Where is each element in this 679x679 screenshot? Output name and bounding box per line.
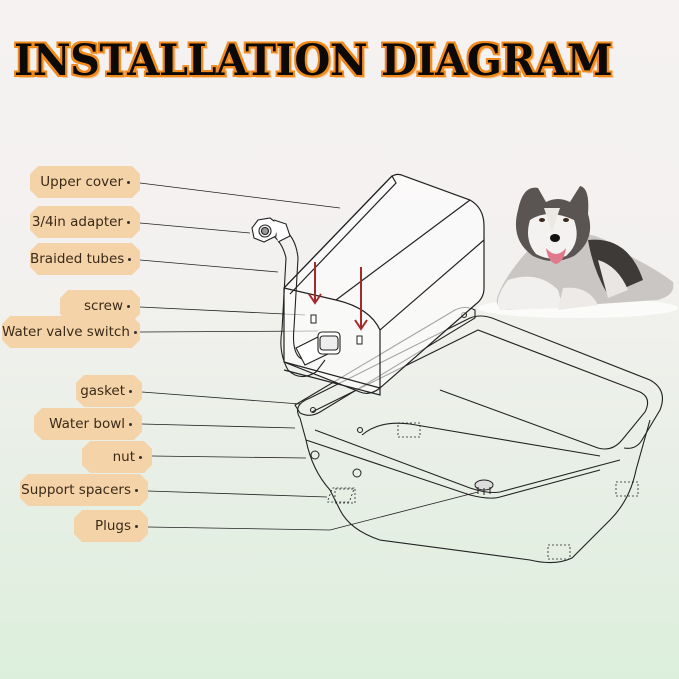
screw-shape <box>310 314 363 345</box>
label-text: Upper cover <box>40 174 123 190</box>
label-text: Braided tubes <box>30 251 125 267</box>
plug-shape <box>474 479 494 495</box>
label-plugs: Plugs <box>74 510 148 542</box>
leader-dot <box>129 423 132 426</box>
label-adapter: 3/4in adapter <box>30 206 140 238</box>
leader-dot <box>129 390 132 393</box>
label-gasket: gasket <box>76 375 142 407</box>
label-text: Plugs <box>94 518 131 534</box>
leader-dot <box>128 258 131 261</box>
leader-dot <box>134 331 137 334</box>
label-text: Support spacers <box>21 482 131 498</box>
support-spacers-shape <box>326 422 639 560</box>
label-water-bowl: Water bowl <box>34 408 142 440</box>
page-title: INSTALLATION DIAGRAM <box>14 36 613 86</box>
leader-lines <box>139 182 479 531</box>
label-braided-tubes: Braided tubes <box>30 243 140 275</box>
label-water-valve-switch: Water valve switch <box>2 316 140 348</box>
label-text: nut <box>112 449 135 465</box>
braided-tube-shape <box>267 225 341 378</box>
leader-dot <box>135 489 138 492</box>
label-nut: nut <box>82 441 152 473</box>
water-bowl-shape <box>297 315 663 564</box>
leader-dot <box>127 305 130 308</box>
leader-dot <box>135 525 138 528</box>
leader-dot <box>139 456 142 459</box>
label-text: gasket <box>80 383 125 399</box>
husky-dog-image <box>478 186 678 318</box>
install-arrows <box>308 262 368 331</box>
adapter-shape <box>251 217 291 243</box>
label-support-spacers: Support spacers <box>20 474 148 506</box>
leader-dot <box>127 221 130 224</box>
label-text: 3/4in adapter <box>31 214 123 230</box>
nut-shape <box>310 450 362 478</box>
leader-dot <box>127 181 130 184</box>
label-text: Water valve switch <box>2 324 130 340</box>
label-upper-cover: Upper cover <box>30 166 140 198</box>
label-text: screw <box>83 298 123 314</box>
label-text: Water bowl <box>49 416 125 432</box>
